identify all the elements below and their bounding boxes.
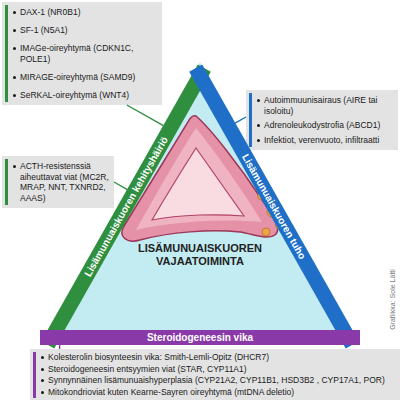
band-text: Steroidogeneesin vika bbox=[147, 332, 253, 343]
bullet-dot bbox=[257, 124, 260, 127]
bullet-dot bbox=[13, 29, 16, 32]
adrenal-nodule bbox=[262, 228, 270, 236]
cause-box: ACTH-resistenssiä aiheuttavat viat (MC2R… bbox=[2, 156, 114, 208]
credit-label: Grafiikka: Sole Lätti bbox=[389, 260, 396, 340]
bullet-dot bbox=[13, 47, 16, 50]
bullet-dot bbox=[41, 356, 44, 359]
triangle-fill bbox=[40, 62, 360, 345]
bullet-dot bbox=[13, 165, 16, 168]
accent-bar bbox=[5, 159, 8, 205]
base-band: Steroidogeneesin vika bbox=[40, 330, 360, 345]
adrenal-medulla bbox=[152, 148, 244, 220]
accent-bar bbox=[249, 93, 252, 147]
leader-line bbox=[114, 182, 127, 190]
list-item: Synnynnäinen lisämunuaishyperplasia (CYP… bbox=[41, 375, 396, 386]
bullet-dot bbox=[257, 139, 260, 142]
list-text: Steroidogeneesin entsyymien viat (STAR, … bbox=[48, 364, 247, 375]
bullet-dot bbox=[41, 379, 44, 382]
list-item: ACTH-resistenssiä aiheuttavat viat (MC2R… bbox=[13, 161, 110, 203]
triangle-outline bbox=[40, 62, 360, 345]
list-text: DAX-1 (NR0B1) bbox=[20, 7, 80, 18]
list-text: SeRKAL-oireyhtymä (WNT4) bbox=[20, 90, 129, 101]
bullet-dot bbox=[13, 76, 16, 79]
list-item: Infektiot, verenvuoto, infiltraatti bbox=[257, 135, 394, 146]
list-text: SF-1 (N5A1) bbox=[20, 25, 68, 36]
list-item: Mitokondrioviat kuten Kearne-Sayren oire… bbox=[41, 387, 396, 398]
list-text: Adrenoleukodystrofia (ABCD1) bbox=[264, 120, 380, 131]
list-text: ACTH-resistenssiä aiheuttavat viat (MC2R… bbox=[20, 161, 110, 203]
list-item: Steroidogeneesin entsyymien viat (STAR, … bbox=[41, 364, 396, 375]
list-text: MIRAGE-oireyhtymä (SAMD9) bbox=[20, 72, 135, 83]
leader-line bbox=[127, 105, 164, 126]
bullet-dot bbox=[13, 94, 16, 97]
list-text: Mitokondrioviat kuten Kearne-Sayren oire… bbox=[48, 387, 294, 398]
leader-line bbox=[235, 117, 246, 123]
list-item: SeRKAL-oireyhtymä (WNT4) bbox=[13, 90, 158, 101]
bullet-dot bbox=[257, 99, 260, 102]
accent-bar bbox=[33, 352, 36, 398]
list-item: Adrenoleukodystrofia (ABCD1) bbox=[257, 120, 394, 131]
bullet-dot bbox=[41, 368, 44, 371]
list-text: IMAGe-oireyhtymä (CDKN1C, POLE1) bbox=[20, 43, 158, 64]
list-text: Synnynnäinen lisämunuaishyperplasia (CYP… bbox=[48, 375, 385, 386]
list-text: Infektiot, verenvuoto, infiltraatti bbox=[264, 135, 379, 146]
accent-bar bbox=[5, 5, 8, 102]
list-item: DAX-1 (NR0B1) bbox=[13, 7, 158, 18]
center-title: LISÄMUNUAISKUOREN VAJAATOIMINTA bbox=[125, 242, 275, 268]
list-item: Kolesterolin biosynteesin vika: Smith-Le… bbox=[41, 352, 396, 363]
bullet-dot bbox=[13, 11, 16, 14]
cause-box: DAX-1 (NR0B1) SF-1 (N5A1) IMAGe-oireyhtymä… bbox=[2, 2, 162, 105]
list-item: Autoimmuunisairaus (AIRE tai isoloitu) bbox=[257, 95, 394, 116]
triangle-shape: LISÄMUNUAISKUOREN VAJAATOIMINTALisämunua… bbox=[40, 62, 360, 345]
bullet-dot bbox=[41, 391, 44, 394]
list-text: Autoimmuunisairaus (AIRE tai isoloitu) bbox=[264, 95, 394, 116]
list-item: SF-1 (N5A1) bbox=[13, 25, 158, 36]
cause-box: Kolesterolin biosynteesin vika: Smith-Le… bbox=[30, 349, 400, 400]
list-item: MIRAGE-oireyhtymä (SAMD9) bbox=[13, 72, 158, 83]
cause-box: Autoimmuunisairaus (AIRE tai isoloitu) Ad… bbox=[246, 90, 398, 150]
list-text: Kolesterolin biosynteesin vika: Smith-Le… bbox=[48, 352, 269, 363]
list-item: IMAGe-oireyhtymä (CDKN1C, POLE1) bbox=[13, 43, 158, 64]
